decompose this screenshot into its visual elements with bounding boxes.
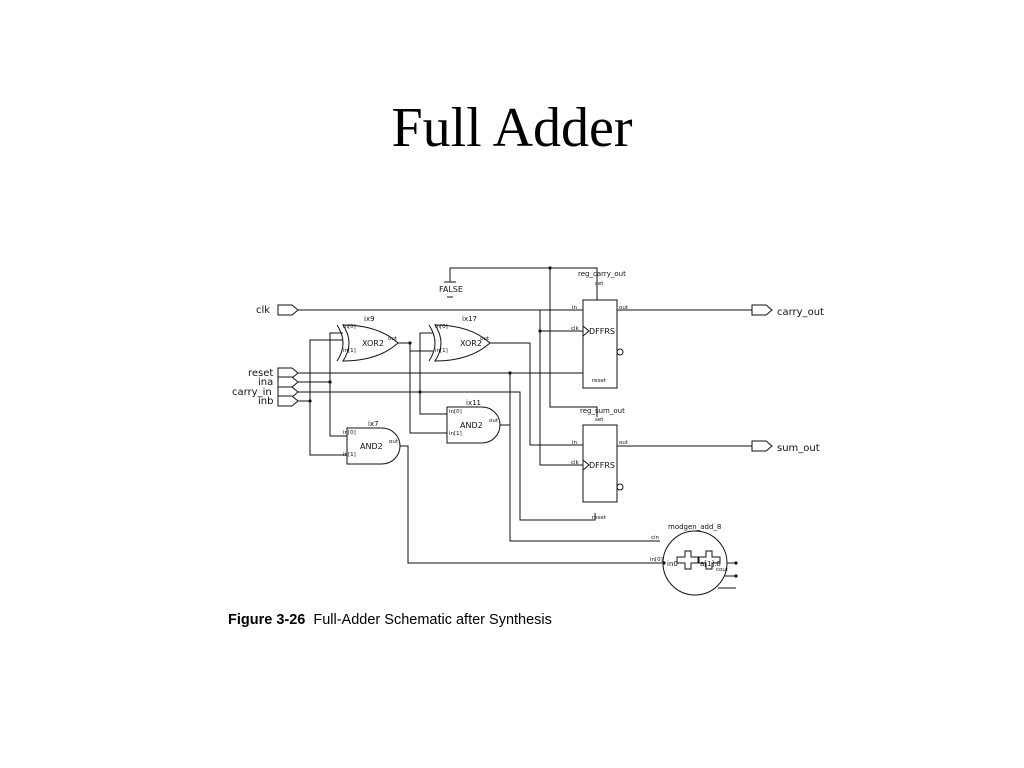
wire-cin-and — [419, 392, 447, 415]
xor-ix17-pin0: in[0] — [435, 324, 448, 330]
and-ix7-pin1: in[1] — [343, 452, 356, 458]
xor-ix9-type: XOR2 — [362, 339, 384, 348]
wire-inb-and — [309, 401, 347, 456]
flop-sum-reset: reset — [592, 515, 607, 521]
flop-sum-inst: reg_sum_out — [580, 407, 625, 415]
port-inb — [277, 395, 299, 407]
port-label-carry-out: carry_out — [777, 307, 824, 318]
and-ix11-type: AND2 — [460, 421, 483, 430]
dffrs-reg-carry-out — [582, 299, 624, 389]
port-label-ina: ina — [258, 377, 273, 388]
xor-ix9-inst: ix9 — [364, 315, 375, 323]
adder-modgen-add-8 — [662, 530, 728, 596]
flop-carry-reset: reset — [592, 378, 607, 384]
port-label-reset: reset — [248, 368, 273, 379]
port-carry-in — [277, 386, 299, 398]
slide-title: Full Adder — [391, 97, 633, 159]
flop-sum-clk: clk — [571, 460, 580, 466]
xor-ix17-inst: ix17 — [462, 315, 477, 323]
xor-ix17-pin1: in[1] — [435, 348, 448, 354]
port-sum-out — [751, 440, 773, 452]
and-ix7-inst: ix7 — [368, 420, 379, 428]
port-label-clk: clk — [256, 305, 270, 316]
dffrs-reg-sum-out — [582, 424, 624, 503]
flop-sum-in: in — [572, 440, 578, 446]
xor-gate-ix9 — [336, 324, 399, 362]
false-label: FALSE — [439, 285, 463, 294]
wire-clk-sum — [539, 331, 583, 466]
wire-clk — [298, 309, 583, 332]
xor-ix9-out: out — [388, 336, 398, 342]
flop-sum-out: out — [619, 440, 629, 446]
port-carry-out — [751, 304, 773, 316]
port-label-inb: inb — [258, 396, 273, 407]
wire-cin-xor — [419, 332, 433, 392]
junction-dots — [308, 266, 738, 578]
xor-ix17-out: out — [480, 336, 490, 342]
figure-label: Figure 3-26 — [228, 612, 306, 628]
input-ports — [277, 304, 299, 407]
and-ix7-type: AND2 — [360, 442, 383, 451]
and-ix7-pin0: in[0] — [343, 430, 356, 436]
figure-caption: Figure 3-26 Full-Adder Schematic after Sy… — [228, 612, 552, 628]
and-ix7-out: out — [389, 439, 399, 445]
wire-xor-b-out — [490, 342, 583, 446]
and-gate-ix11 — [446, 406, 501, 444]
flop-carry-type: DFFRS — [589, 327, 615, 336]
port-label-sum-out: sum_out — [777, 443, 820, 454]
adder-in0: in[0] — [650, 557, 663, 563]
xor-ix9-pin1: in[1] — [343, 348, 356, 354]
output-ports — [751, 304, 773, 452]
xor-ix9-pin0: in[0] — [343, 324, 356, 330]
flop-carry-inst: reg_carry_out — [578, 270, 626, 278]
xor-ix17-type: XOR2 — [460, 339, 482, 348]
and-ix11-out: out — [489, 418, 499, 424]
flop-carry-set: set — [595, 281, 604, 287]
wire-xor-a-and — [409, 343, 447, 434]
wire-and-a-out — [400, 445, 664, 564]
wire-xor-a-out — [398, 342, 433, 352]
adder-inner-label: in0 — [667, 560, 678, 568]
wire-false-set2 — [549, 268, 598, 417]
wire-inb — [298, 339, 343, 402]
wire-ina — [298, 332, 343, 383]
flop-carry-clk: clk — [571, 326, 580, 332]
port-label-carry-in: carry_in — [232, 387, 272, 398]
wire-carry-in — [298, 391, 596, 521]
adder-cout: cout — [716, 567, 729, 573]
port-reset — [277, 367, 299, 379]
xor-gate-ix17 — [428, 324, 491, 362]
flop-carry-in: in — [572, 305, 578, 311]
flop-sum-type: DFFRS — [589, 461, 615, 470]
adder-inner-label-right: a[1].0 — [700, 560, 721, 568]
and-ix11-pin1: in[1] — [449, 431, 462, 437]
and-ix11-pin0: in[0] — [449, 409, 462, 415]
port-ina — [277, 376, 299, 388]
flop-carry-out: out — [619, 305, 629, 311]
port-clk — [277, 304, 299, 316]
wire-ina-and — [329, 382, 347, 437]
wire-false — [449, 267, 598, 300]
wire-and-b-out — [500, 424, 660, 542]
adder-inst: modgen_add_8 — [668, 523, 721, 531]
adder-cin: cin — [651, 535, 660, 541]
false-constant — [444, 270, 456, 298]
figure-text: Full-Adder Schematic after Synthesis — [313, 612, 552, 628]
flop-sum-set: set — [595, 417, 604, 423]
and-ix11-inst: ix11 — [466, 399, 481, 407]
and-gate-ix7 — [346, 427, 401, 465]
